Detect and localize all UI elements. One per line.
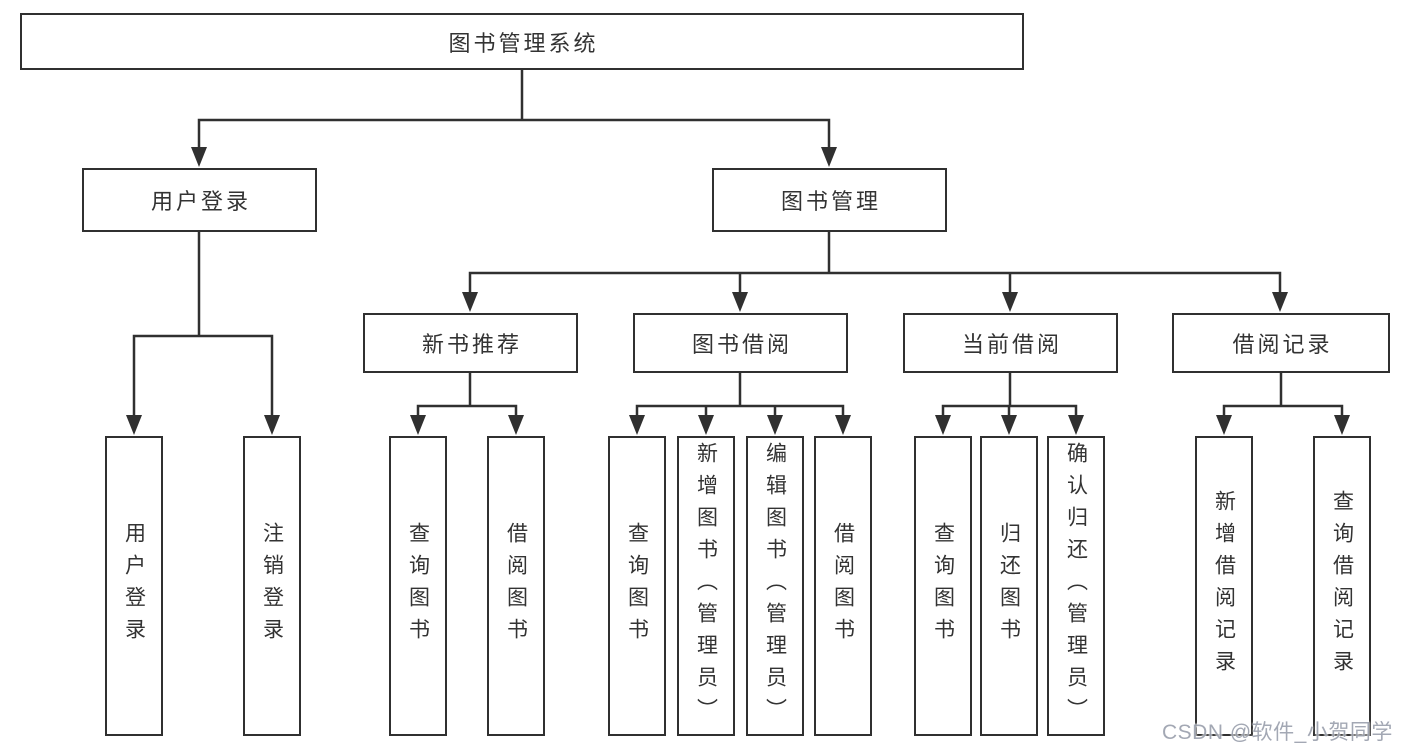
leaf-add-books-admin: 新增图书（管理员） — [677, 436, 735, 736]
arrow-down-icon — [191, 147, 207, 167]
arrow-down-icon — [1002, 292, 1018, 312]
leaf-edit-books-admin: 编辑图书（管理员） — [746, 436, 804, 736]
connector-borrow-records — [1222, 371, 1344, 420]
arrow-down-icon — [629, 415, 645, 435]
leaf-add-borrow-record: 新增借阅记录 — [1195, 436, 1253, 736]
node-book-borrow: 图书借阅 — [633, 313, 848, 373]
connector-new-book-recommend — [416, 371, 518, 420]
arrow-down-icon — [1068, 415, 1084, 435]
leaf-confirm-return-admin: 确认归还（管理员） — [1047, 436, 1105, 736]
arrow-down-icon — [1216, 415, 1232, 435]
arrow-down-icon — [935, 415, 951, 435]
arrow-down-icon — [1001, 415, 1017, 435]
csdn-watermark: CSDN @软件_小贺同学 — [1162, 721, 1393, 744]
leaf-borrow-books-borrow: 借阅图书 — [814, 436, 872, 736]
node-borrow-records: 借阅记录 — [1172, 313, 1390, 373]
arrow-down-icon — [1272, 292, 1288, 312]
node-current-borrow: 当前借阅 — [903, 313, 1118, 373]
connector-book-management — [468, 230, 1282, 297]
arrow-down-icon — [767, 415, 783, 435]
connector-root — [197, 68, 831, 152]
leaf-query-books-recommend: 查询图书 — [389, 436, 447, 736]
arrow-down-icon — [264, 415, 280, 435]
leaf-query-books-borrow: 查询图书 — [608, 436, 666, 736]
leaf-logout: 注销登录 — [243, 436, 301, 736]
arrow-down-icon — [126, 415, 142, 435]
leaf-query-books-current: 查询图书 — [914, 436, 972, 736]
node-root-system: 图书管理系统 — [20, 13, 1024, 70]
arrow-down-icon — [410, 415, 426, 435]
connector-user-login — [132, 230, 274, 420]
node-book-management: 图书管理 — [712, 168, 947, 232]
arrow-down-icon — [508, 415, 524, 435]
arrow-down-icon — [835, 415, 851, 435]
leaf-user-login: 用户登录 — [105, 436, 163, 736]
arrow-down-icon — [732, 292, 748, 312]
node-new-book-recommend: 新书推荐 — [363, 313, 578, 373]
leaf-borrow-books-recommend: 借阅图书 — [487, 436, 545, 736]
leaf-query-borrow-record: 查询借阅记录 — [1313, 436, 1371, 736]
leaf-return-books: 归还图书 — [980, 436, 1038, 736]
arrowheads — [126, 147, 1350, 435]
connector-book-borrow — [635, 371, 845, 420]
node-user-login: 用户登录 — [82, 168, 317, 232]
arrow-down-icon — [462, 292, 478, 312]
connector-current-borrow — [941, 371, 1078, 420]
arrow-down-icon — [698, 415, 714, 435]
arrow-down-icon — [821, 147, 837, 167]
arrow-down-icon — [1334, 415, 1350, 435]
